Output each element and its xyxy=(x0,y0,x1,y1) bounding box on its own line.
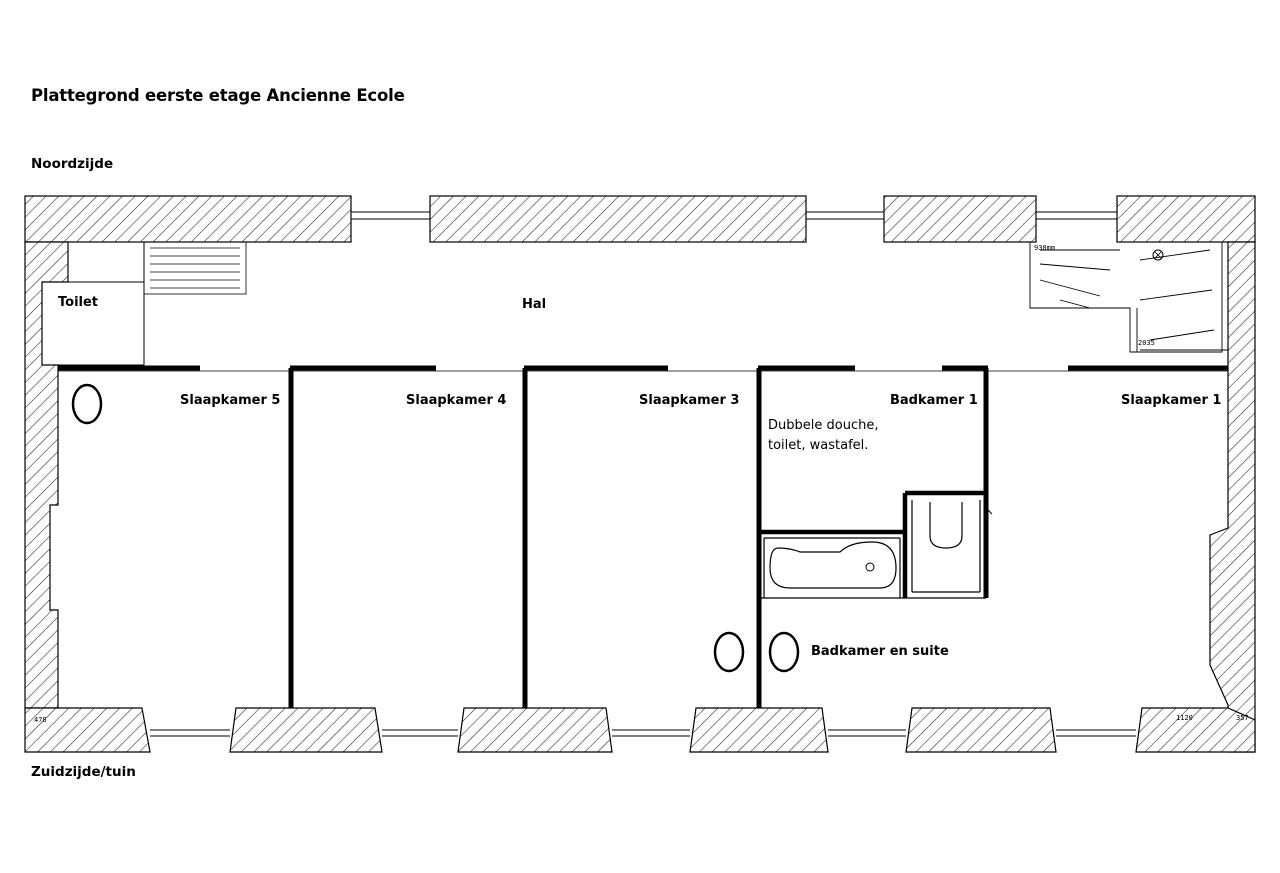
bathtub-icon xyxy=(769,541,897,589)
washbasin-icon xyxy=(713,631,745,673)
plan-title: Plattegrond eerste etage Ancienne Ecole xyxy=(31,86,405,105)
east-wall xyxy=(1209,241,1256,753)
washbasin-icon xyxy=(768,631,800,673)
room-label-bedroom1: Slaapkamer 1 xyxy=(1121,393,1222,408)
north-windows xyxy=(351,211,1117,220)
west-wall xyxy=(24,241,69,709)
south-windows xyxy=(150,729,1136,737)
bathroom-partitions xyxy=(759,490,986,598)
bathroom1-note-line2: toilet, wastafel. xyxy=(768,438,869,453)
drain-icon xyxy=(865,562,875,572)
bathroom1-note-line1: Dubbele douche, xyxy=(768,418,879,433)
room-label-ensuite: Badkamer en suite xyxy=(811,644,949,659)
dimension-label: 1120 xyxy=(1176,714,1193,722)
dimension-label: 357 xyxy=(1236,714,1249,722)
south-wall xyxy=(24,707,1256,753)
room-label-bedroom4: Slaapkamer 4 xyxy=(406,393,507,408)
dimension-label: 930mm xyxy=(1034,244,1056,252)
room-label-toilet: Toilet xyxy=(58,295,99,310)
stair-northeast xyxy=(1029,242,1228,353)
partition-walls xyxy=(288,368,989,708)
bathroom-floor-lines xyxy=(759,500,986,599)
toilet-icon xyxy=(929,502,963,549)
dimension-label: 2035 xyxy=(1138,339,1155,347)
room-label-bedroom5: Slaapkamer 5 xyxy=(180,393,281,408)
south-side-label: Zuidzijde/tuin xyxy=(31,764,136,780)
dimension-label: 478 xyxy=(34,716,47,724)
room-label-bathroom1: Badkamer 1 xyxy=(890,393,978,408)
room-label-hall: Hal xyxy=(522,297,547,312)
washbasin-icon xyxy=(71,383,103,425)
north-side-label: Noordzijde xyxy=(31,156,114,172)
stair-newel-icon xyxy=(1152,249,1164,261)
room-label-bedroom3: Slaapkamer 3 xyxy=(639,393,740,408)
stair-northwest xyxy=(143,241,247,295)
